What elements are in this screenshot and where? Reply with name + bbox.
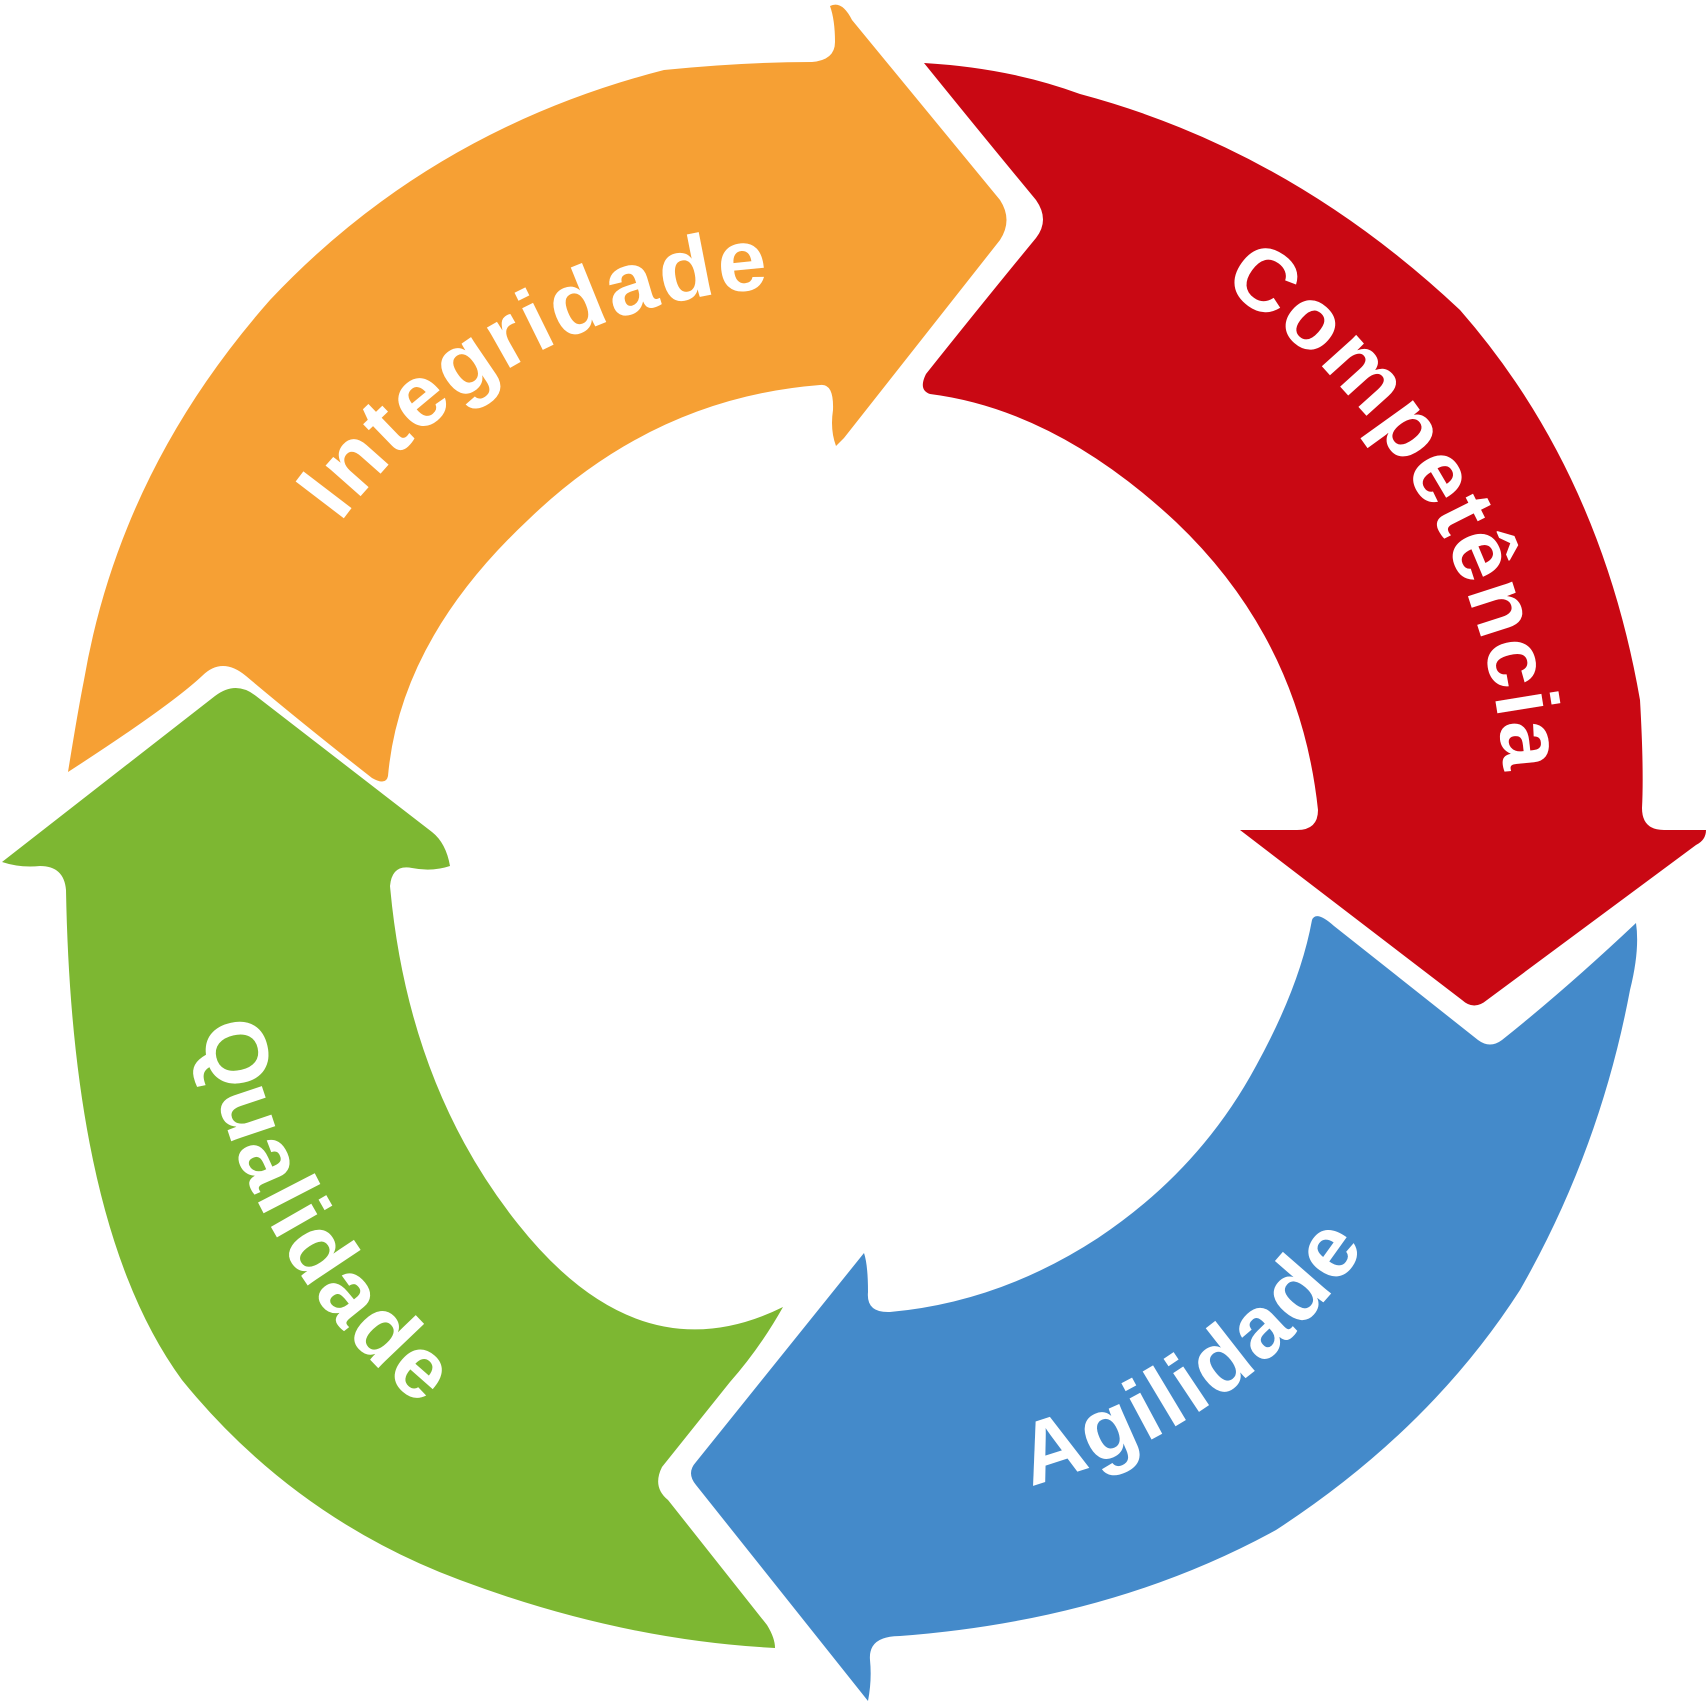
arrow-integridade xyxy=(68,4,1007,782)
arrow-competencia xyxy=(922,63,1706,1006)
arrow-qualidade xyxy=(2,688,783,1648)
arrow-agilidade xyxy=(691,916,1638,1701)
